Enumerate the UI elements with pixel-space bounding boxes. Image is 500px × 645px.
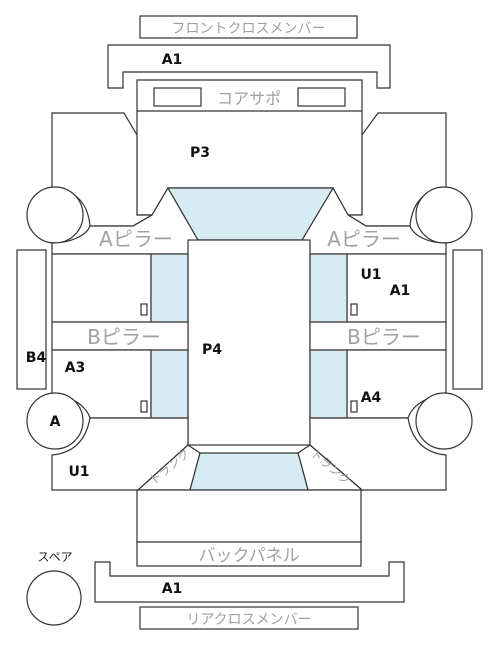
side-sill-right[interactable]: [452, 249, 483, 390]
roof[interactable]: P4: [187, 239, 311, 446]
label-p4: P4: [202, 342, 222, 358]
rear-cross-member[interactable]: リアクロスメンバー: [139, 606, 359, 630]
label-a1-top: A1: [162, 52, 183, 68]
core-support[interactable]: コアサポ: [137, 87, 362, 112]
label-a3: A3: [65, 360, 86, 376]
label-u1-right: U1: [360, 267, 381, 283]
core-support-label: コアサポ: [217, 89, 281, 108]
spare-tire-label: スペア: [37, 550, 72, 564]
side-window-rear-right[interactable]: [309, 349, 348, 419]
b-pillar-right-label: Bピラー: [347, 325, 421, 349]
front-cross-member-label: フロントクロスメンバー: [172, 21, 326, 37]
side-sill-left[interactable]: [16, 249, 47, 390]
label-a-wheel: A: [50, 414, 61, 430]
label-u1-left: U1: [68, 464, 89, 480]
side-window-rear-left[interactable]: [150, 349, 189, 419]
front-wheel-left[interactable]: [26, 186, 84, 244]
rear-wheel-right[interactable]: [415, 392, 473, 450]
b-pillar-left[interactable]: Bピラー: [51, 321, 189, 351]
door-handle-front-left[interactable]: [140, 303, 148, 316]
door-handle-rear-right[interactable]: [350, 400, 358, 413]
a-pillar-right-label: Aピラー: [327, 227, 401, 251]
rear-bumper-bracket[interactable]: A1: [94, 561, 405, 603]
label-a1-right: A1: [390, 283, 411, 299]
back-panel-label: バックパネル: [198, 546, 299, 566]
rear-window[interactable]: [189, 452, 309, 491]
label-a1-bottom: A1: [162, 581, 183, 597]
rear-cross-member-label: リアクロスメンバー: [186, 612, 311, 628]
front-bumper-bracket[interactable]: A1: [107, 44, 391, 89]
a-pillar-left[interactable]: Aピラー: [51, 186, 199, 255]
door-handle-front-right[interactable]: [350, 303, 358, 316]
label-a4: A4: [361, 390, 382, 406]
front-cross-member[interactable]: フロントクロスメンバー: [139, 15, 358, 39]
trunk-lid[interactable]: [136, 489, 362, 543]
rear-wheel-left[interactable]: A: [26, 392, 84, 450]
back-panel[interactable]: バックパネル: [136, 541, 362, 567]
front-wheel-right[interactable]: [415, 186, 473, 244]
label-b4: B4: [26, 350, 47, 366]
front-door-left[interactable]: [51, 253, 152, 323]
b-pillar-left-label: Bピラー: [87, 325, 161, 349]
b-pillar-right[interactable]: Bピラー: [309, 321, 447, 351]
spare-tire[interactable]: スペア: [26, 550, 82, 626]
a-pillar-right[interactable]: Aピラー: [301, 186, 447, 255]
door-handle-rear-left[interactable]: [140, 400, 148, 413]
side-window-front-right[interactable]: [309, 253, 348, 323]
a-pillar-left-label: Aピラー: [99, 227, 173, 251]
rear-quarter-right[interactable]: [309, 417, 447, 491]
side-window-front-left[interactable]: [150, 253, 189, 323]
label-p3: P3: [190, 145, 210, 161]
